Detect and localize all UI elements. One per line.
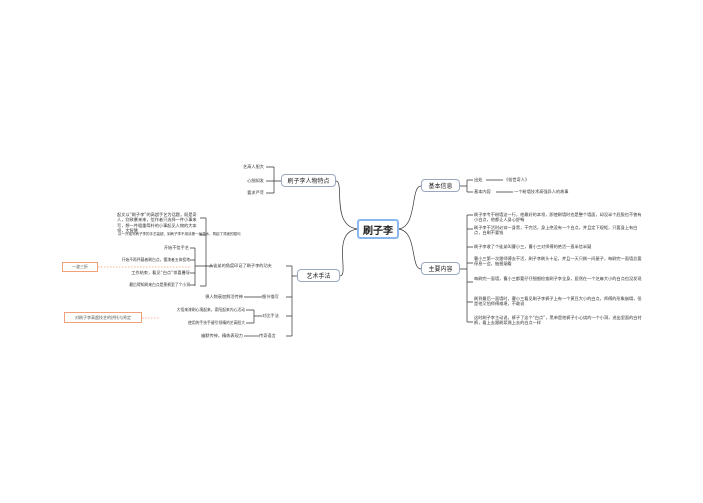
edge-contrast-items <box>246 309 262 324</box>
topic-art[interactable]: 艺术手法 <box>297 269 340 282</box>
edge-root-basic <box>396 185 422 230</box>
note-ups-and-downs[interactable]: 一波三折 <box>62 262 98 272</box>
basic-value-content: 一个粉墙技术高强异人的故事 <box>514 189 569 194</box>
content-item: 刷子李专干粉墙这一行，他最好的本领，即使刷墙时也是整个墙面，却没半个屁股也不曾有… <box>474 212 642 223</box>
note-support[interactable]: 对刷子李高超技艺的烘托与肯定 <box>64 312 142 323</box>
language-item: 幽默传神，精练表现力 <box>201 333 243 338</box>
side-story-item: 工作结束，看见“白点”惊喜叠讶 <box>131 270 190 275</box>
side-story-label: 从徒弟的角度印证了刷子李的功夫 <box>209 263 272 268</box>
trait-item: 要求严苛 <box>247 190 264 195</box>
edge-root-traits <box>335 180 361 230</box>
content-item: 每刷完一面墙，曹小三都要仔仔细细检查刷子李全身，居然在一个芝麻大小的白点也没发现 <box>474 276 642 281</box>
contrast-item: 大悟来漆刷心境起来，索阳起来内心活动 <box>176 307 245 312</box>
edge-art-main <box>286 265 297 337</box>
root-node[interactable]: 刷子李 <box>357 219 399 239</box>
side-story-item: 从一开始写刷子李的手艺高超，到刷子李不用涂第一遍漆水，再起了漆面的疑问 <box>118 232 241 236</box>
content-item: 这时刷子李主动说，裤子了这个“白点”，黑单是他裤子小心烧的一个小洞，进出里面的白… <box>474 315 642 326</box>
edge-side-items <box>200 217 213 287</box>
contrast-label: 对比手法 <box>262 313 279 318</box>
detail-label: 细节描写 <box>262 294 279 299</box>
contrast-item: 使用的手技手键引领精的艺高胆大 <box>188 320 245 325</box>
basic-label-content: 基本内容 <box>474 189 491 194</box>
trait-item: 心细如发 <box>247 178 264 183</box>
basic-value-source: 《俗世奇人》 <box>504 177 530 182</box>
side-story-item: 开始不信手艺 <box>163 245 189 250</box>
content-item: 刷子李干活时必穿一身黑，干完活，身上绝没有一个白点，并且定下规矩，只要身上有白点… <box>474 225 638 236</box>
detail-item: 俱人物衰加鲜活传神 <box>205 294 243 299</box>
edge-basic-values <box>486 179 513 193</box>
edge-side-sub <box>190 247 206 286</box>
topic-basic-info[interactable]: 基本信息 <box>421 179 460 192</box>
basic-label-source: 出处 <box>474 177 483 182</box>
topic-traits[interactable]: 刷子李人物特点 <box>281 174 336 187</box>
edge-root-content <box>396 228 422 270</box>
side-story-item: 起文以“刷子李”的高超手艺为话题，既是奇人，别致暴来来，信作者只选择一件小事来写… <box>117 212 197 234</box>
edge-root-art <box>339 228 361 277</box>
side-story-item: 开始不再怀疑者刷白点，懂漆者五体投地 <box>121 257 190 262</box>
trait-item: 艺高人胆大 <box>243 164 264 169</box>
edge-traits-items <box>266 166 281 194</box>
language-label: 传奇语言 <box>259 333 276 338</box>
topic-main-content[interactable]: 主要内容 <box>421 262 460 275</box>
side-story-item: 最后得知刷来白点是黑裤里了个小洞 <box>129 282 190 287</box>
content-item: 刷到最后一面墙时，曹小三看见刷子李裤子上有一个黄豆大小的白点，师傅的形象崩塌，但… <box>474 296 642 307</box>
edge-basic-items <box>460 179 473 193</box>
content-item: 刷子李收了个徒弟叫曹小三，曹小三对师傅的绝活一直半信半疑 <box>474 244 592 249</box>
content-item: 曹小三第一次跟师傅去干活，刷子李刷头十足，并且一天只刷一间屋子，每刷完一面墙总要… <box>474 256 642 267</box>
edge-content-items <box>460 214 473 323</box>
